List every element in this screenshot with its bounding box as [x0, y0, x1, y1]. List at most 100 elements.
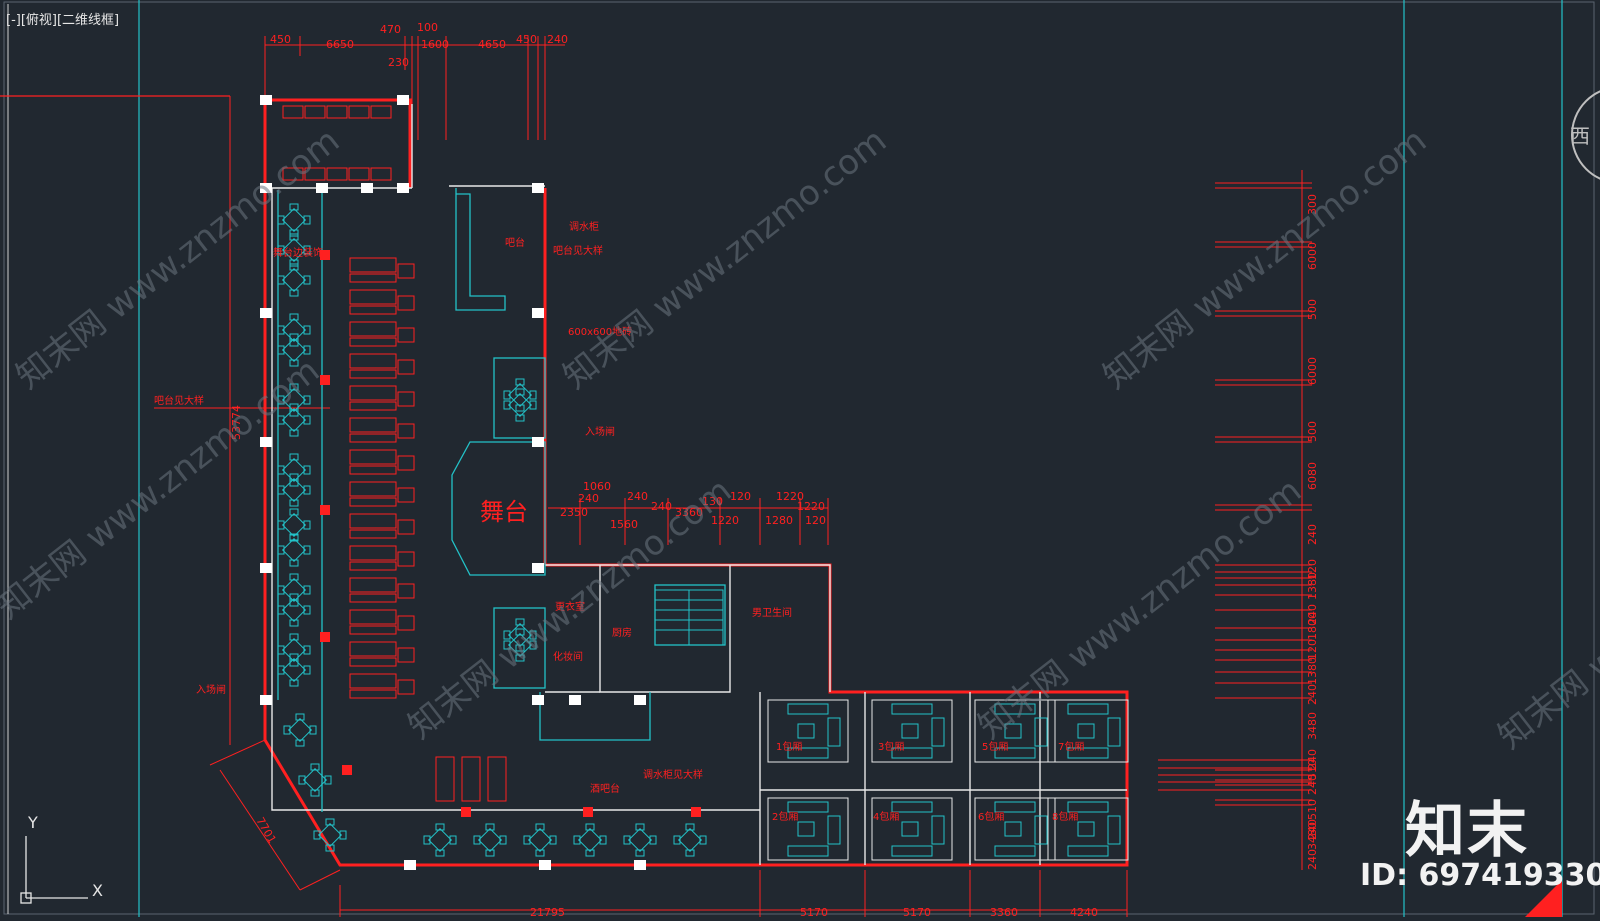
vip7-label: 7包厢: [1058, 740, 1084, 753]
table-set: [503, 378, 537, 412]
vip4-label: 4包厢: [873, 810, 899, 823]
sofa: [349, 481, 397, 497]
table-set: [277, 573, 311, 607]
sofa-table: [349, 465, 397, 475]
mid-dimension-text: 120: [730, 490, 751, 503]
top-dimension-text: 6650: [326, 38, 354, 51]
sofa: [348, 167, 370, 181]
sofa-table: [349, 689, 397, 699]
column-marker: [260, 308, 272, 318]
column-marker: [539, 860, 551, 870]
right-dimension-text: 120: [1306, 639, 1319, 660]
right-dimension-text: 240: [1306, 684, 1319, 705]
column-marker: [634, 695, 646, 705]
red-marker: [691, 807, 701, 817]
vip-room: [974, 699, 1056, 763]
sofa: [349, 545, 397, 561]
sofa-table: [349, 305, 397, 315]
table-set: [313, 818, 347, 852]
table-set: [277, 263, 311, 297]
right-dimension-text: 240: [1306, 774, 1319, 795]
table-set: [523, 823, 557, 857]
sofa: [349, 417, 397, 433]
column-marker: [532, 695, 544, 705]
column-marker: [569, 695, 581, 705]
right-dimension-text: 510: [1306, 799, 1319, 820]
stage-label: 舞台: [480, 498, 528, 526]
sofa: [461, 756, 481, 802]
column-marker: [532, 308, 544, 318]
sofa-chair: [397, 647, 415, 663]
sofa-chair: [397, 327, 415, 343]
bottom-dimension-text: 3360: [990, 906, 1018, 917]
table-set: [277, 333, 311, 367]
vip-room: [767, 699, 849, 763]
column-markers: [260, 95, 646, 870]
staircase: [654, 589, 724, 646]
diagonal-dimension: [209, 739, 341, 891]
diagonal-dimension-text: 7701: [253, 815, 278, 846]
sofa-chair: [397, 359, 415, 375]
column-marker: [532, 183, 544, 193]
right-dimension-text: 510: [1306, 759, 1319, 780]
right-dimension-text: 1380: [1306, 572, 1319, 600]
vip5-label: 5包厢: [982, 740, 1008, 753]
vip-room: [871, 797, 953, 861]
sofa-table: [349, 561, 397, 571]
mid-dimension-text: 1220: [776, 490, 804, 503]
bottom-dimension-text: 21795: [530, 906, 565, 917]
stage-edge-label: 舞台边装饰: [273, 246, 323, 259]
column-marker: [316, 183, 328, 193]
vip8-label: 8包厢: [1052, 810, 1078, 823]
right-dimension-text: 6000: [1306, 242, 1319, 270]
sofa: [349, 385, 397, 401]
sofa-table: [349, 401, 397, 411]
right-dimension-text: 240: [1306, 524, 1319, 545]
bottom-dimension-text: 4240: [1070, 906, 1098, 917]
right-dimension-text: 120: [1306, 559, 1319, 580]
restroom-label: 男卫生间: [752, 606, 792, 619]
sofa-table: [349, 625, 397, 635]
table-set: [277, 233, 311, 267]
bar-ref-label: 吧台见大样: [553, 244, 603, 257]
table-set: [503, 628, 537, 662]
mid-dimension-text: 240: [578, 492, 599, 505]
right-dimension-text: 240: [1306, 819, 1319, 840]
table-set: [277, 403, 311, 437]
sofa-chair: [397, 423, 415, 439]
vip1-label: 1包厢: [776, 740, 802, 753]
viewport-label[interactable]: [-][俯视][二维线框]: [6, 13, 120, 28]
top-dimension-text: 1600: [421, 38, 449, 51]
top-dimension-text: 450: [270, 33, 291, 46]
sofa-chair: [397, 519, 415, 535]
table-set: [277, 653, 311, 687]
sofa: [349, 641, 397, 657]
column-marker: [260, 695, 272, 705]
sofa: [349, 513, 397, 529]
sofa: [349, 289, 397, 305]
mid-dimension-text: 240: [627, 490, 648, 503]
right-dimension-lines: [1158, 170, 1312, 870]
mid-dimension-text: 1220: [711, 514, 739, 527]
sofa: [349, 577, 397, 593]
table-set: [573, 823, 607, 857]
sofa: [282, 167, 304, 181]
mid-dimension-line: [548, 498, 829, 545]
watermark-2: 知末网 www.znzmo.com: [556, 121, 894, 397]
red-marker: [342, 765, 352, 775]
drinks-bar-label: 酒吧台: [590, 782, 620, 795]
sofa-chair: [397, 551, 415, 567]
table-set: [298, 763, 332, 797]
column-marker: [397, 95, 409, 105]
right-dimension-text: 500: [1306, 299, 1319, 320]
wine-rack-label: 调水柜见大样: [643, 768, 703, 781]
top-dimension-text: 4650: [478, 38, 506, 51]
table-set: [503, 618, 537, 652]
bottom-dimension-text: 5170: [800, 906, 828, 917]
table-set: [423, 823, 457, 857]
sofa-chair: [397, 487, 415, 503]
sofa-ref-label: 吧台见大样: [154, 394, 204, 407]
right-dimension-text: 6000: [1306, 357, 1319, 385]
